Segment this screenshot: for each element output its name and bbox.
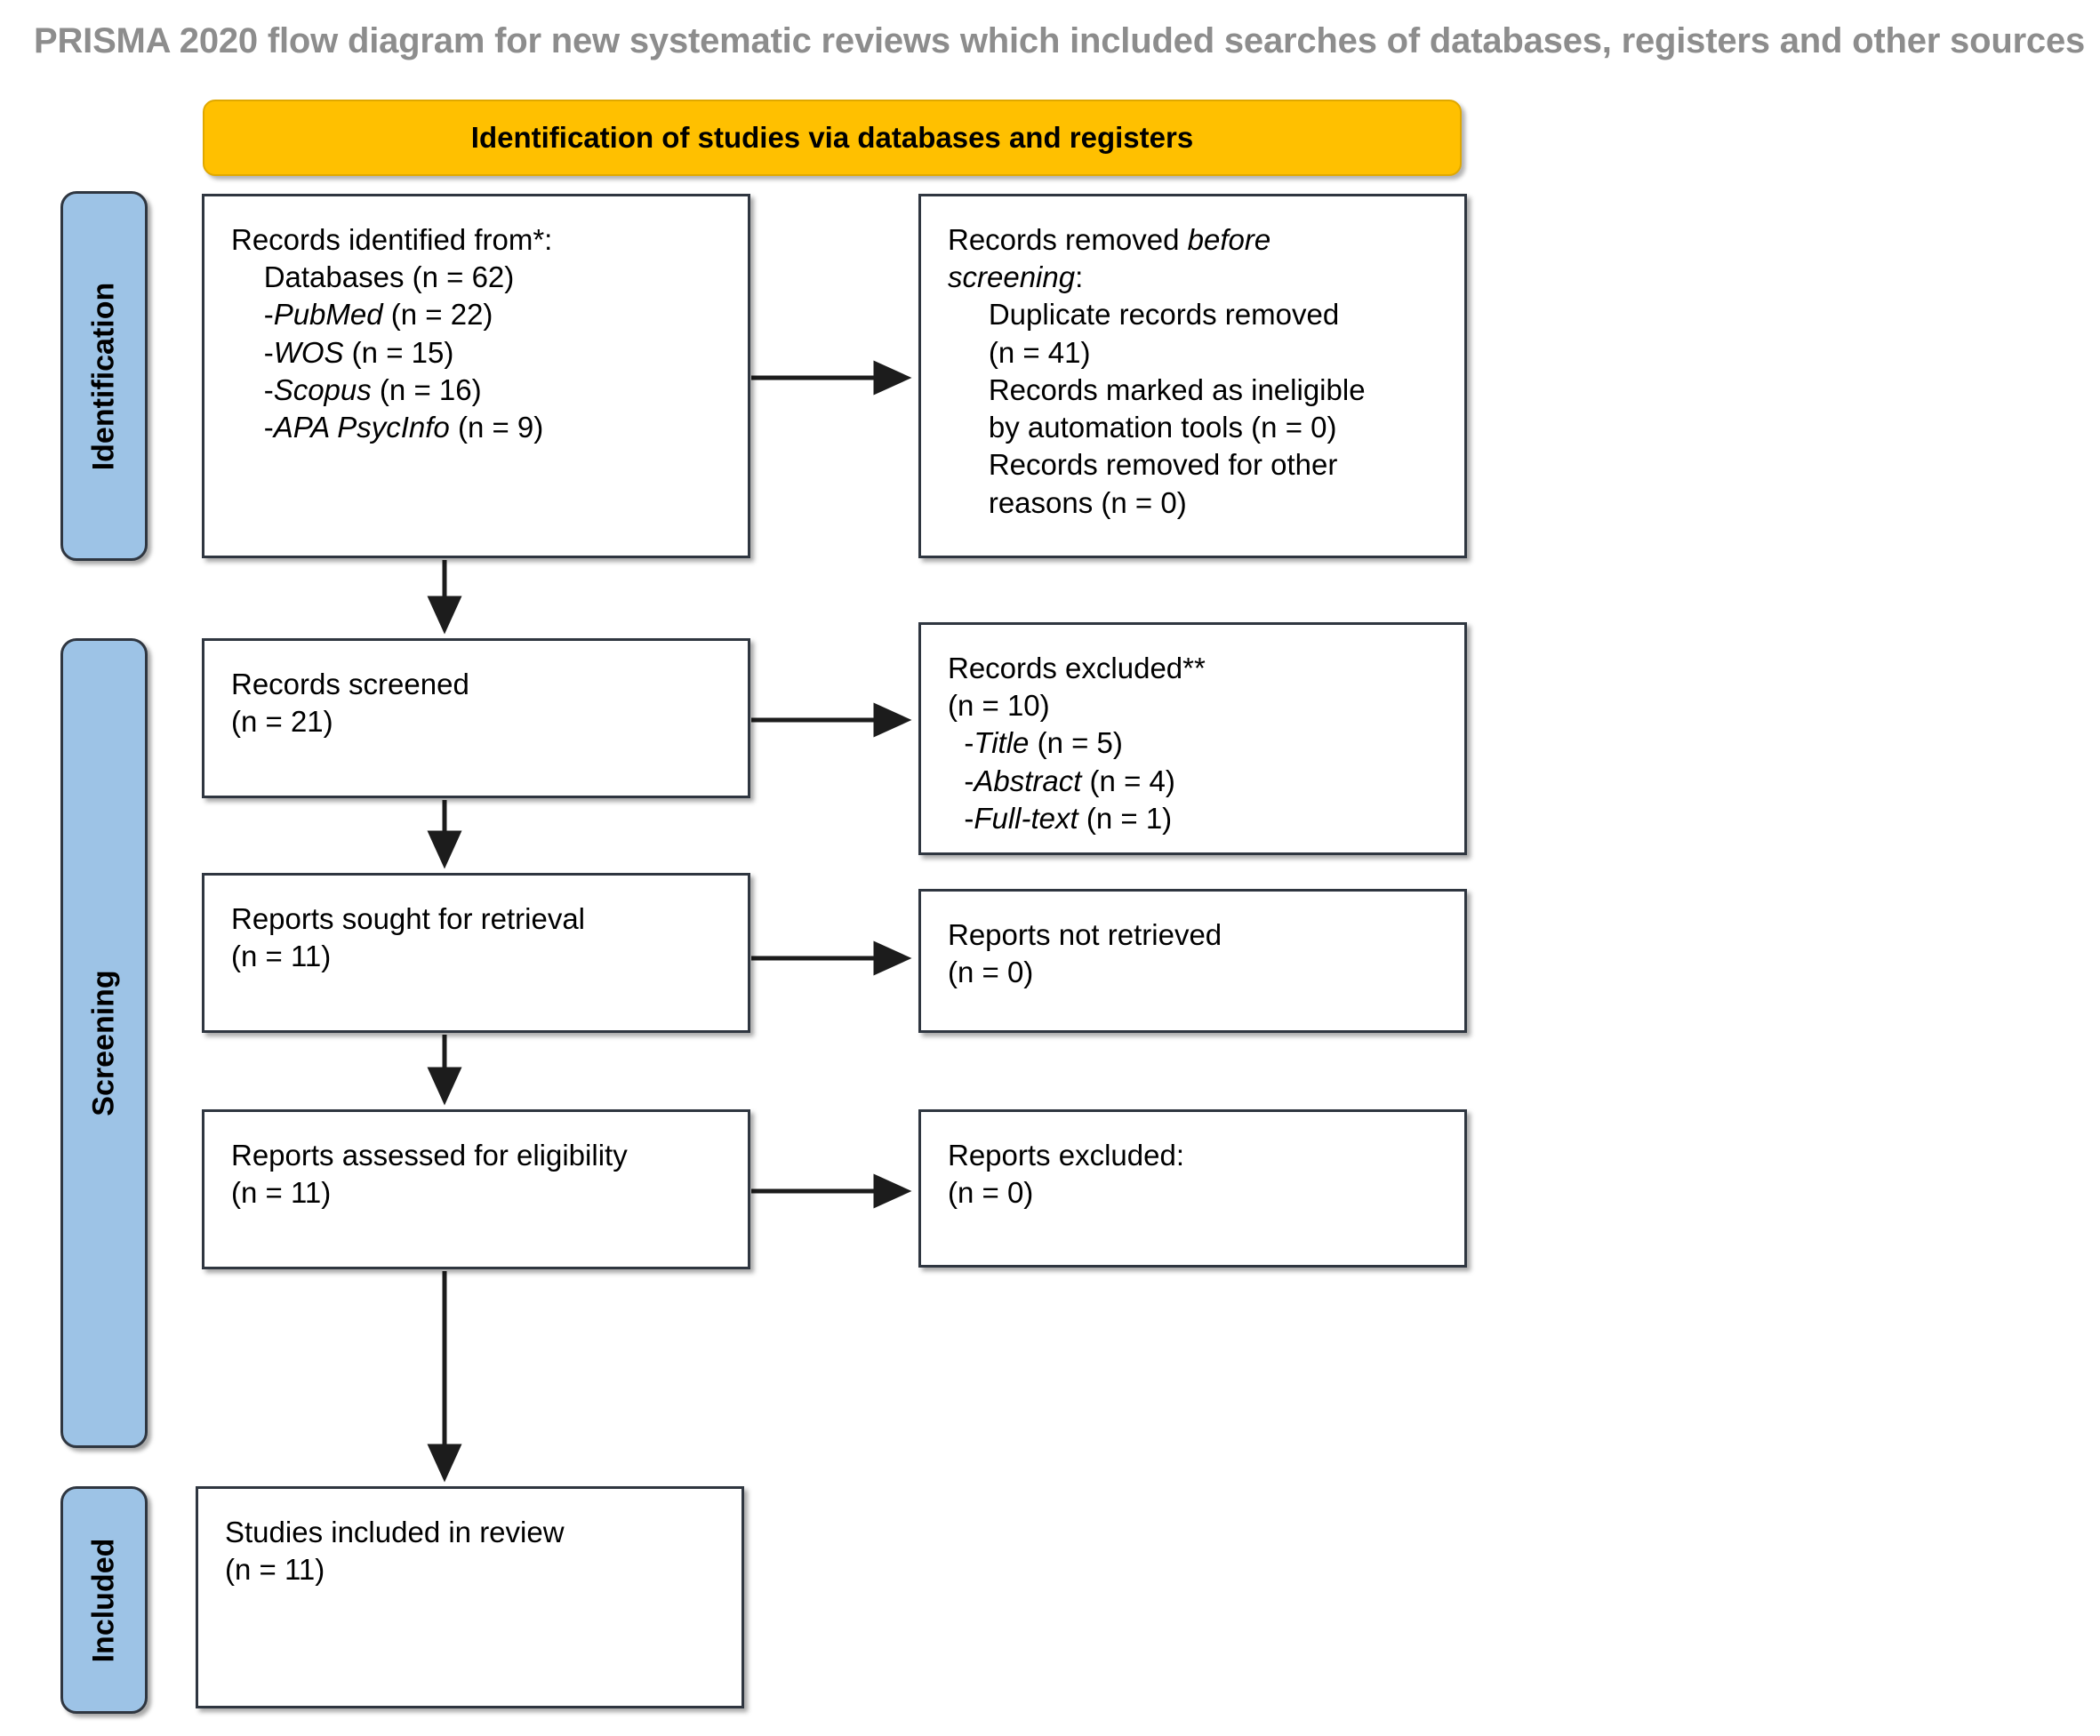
- box-records-identified: Records identified from*: Databases (n =…: [202, 194, 750, 558]
- stage-pill-included: Included: [60, 1486, 148, 1714]
- box-reports-assessed-text: Reports assessed for eligibility (n = 11…: [231, 1139, 628, 1210]
- page-title: PRISMA 2020 flow diagram for new systema…: [34, 21, 2086, 60]
- box-records-identified-text: Records identified from*: Databases (n =…: [231, 223, 553, 444]
- stage-pill-screening-label: Screening: [86, 970, 121, 1116]
- stage-pill-identification: Identification: [60, 191, 148, 561]
- phase-banner-label: Identification of studies via databases …: [470, 121, 1194, 154]
- box-reports-excluded-text: Reports excluded: (n = 0): [948, 1139, 1184, 1210]
- box-records-excluded-text: Records excluded** (n = 10) -Title (n = …: [948, 652, 1206, 835]
- box-records-screened-text: Records screened (n = 21): [231, 668, 469, 739]
- box-records-removed-text: Records removed before screening: Duplic…: [948, 223, 1366, 519]
- box-reports-excluded: Reports excluded: (n = 0): [918, 1109, 1467, 1268]
- stage-pill-identification-label: Identification: [86, 282, 121, 470]
- box-records-excluded: Records excluded** (n = 10) -Title (n = …: [918, 622, 1467, 855]
- box-reports-assessed-for-eligibility: Reports assessed for eligibility (n = 11…: [202, 1109, 750, 1269]
- box-records-screened: Records screened (n = 21): [202, 638, 750, 798]
- box-records-removed-before-screening: Records removed before screening: Duplic…: [918, 194, 1467, 558]
- box-reports-not-retrieved: Reports not retrieved (n = 0): [918, 889, 1467, 1033]
- box-reports-sought-for-retrieval: Reports sought for retrieval (n = 11): [202, 873, 750, 1033]
- box-reports-not-retrieved-text: Reports not retrieved (n = 0): [948, 918, 1222, 989]
- stage-pill-included-label: Included: [86, 1538, 121, 1662]
- box-studies-included-in-review: Studies included in review (n = 11): [196, 1486, 744, 1708]
- box-reports-sought-text: Reports sought for retrieval (n = 11): [231, 902, 586, 973]
- phase-banner-identification: Identification of studies via databases …: [203, 100, 1462, 176]
- stage-pill-screening: Screening: [60, 638, 148, 1448]
- box-studies-included-text: Studies included in review (n = 11): [225, 1516, 565, 1587]
